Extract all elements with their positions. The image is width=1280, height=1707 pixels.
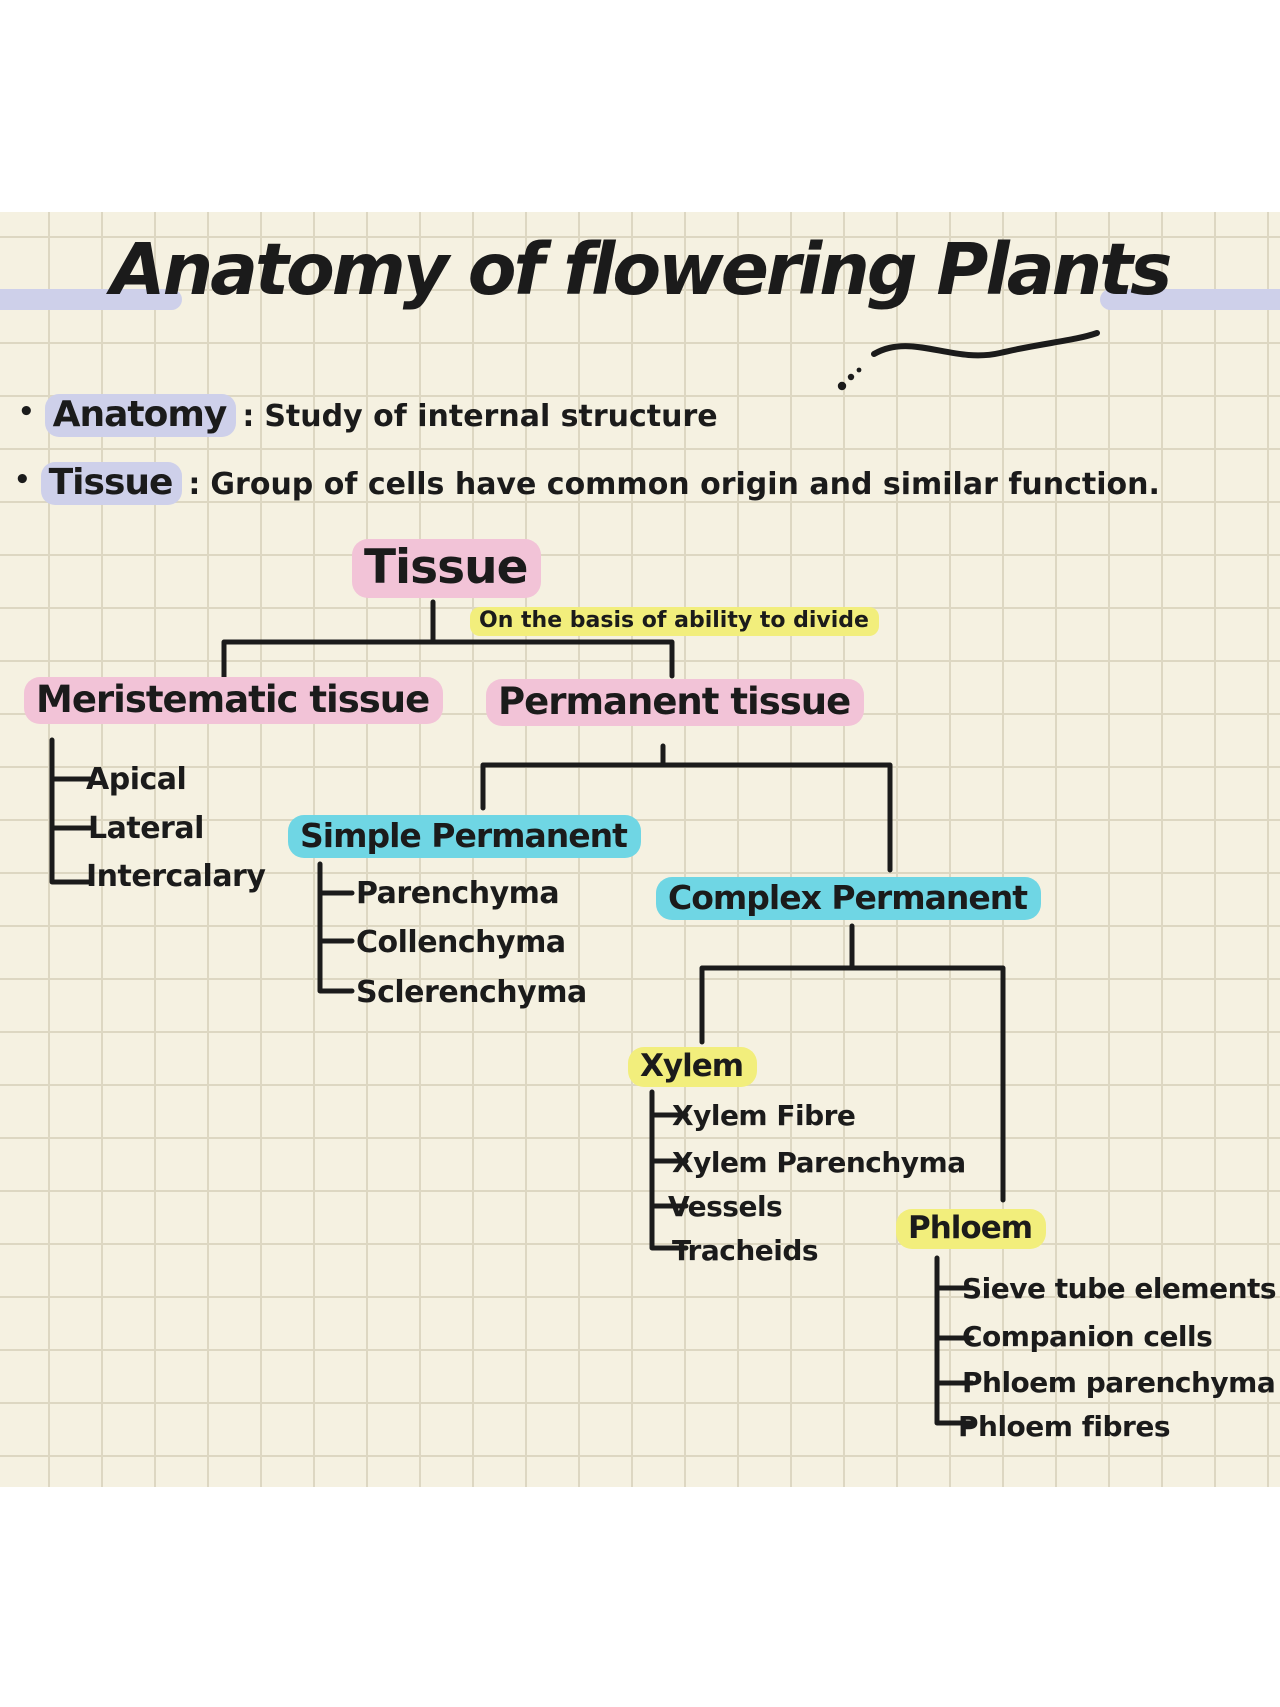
tree-leaf-phloem-fibres: Phloem fibres — [958, 1410, 1171, 1443]
tree-leaf-companion-cells: Companion cells — [962, 1320, 1213, 1353]
tree-node-xylem: Xylem — [628, 1047, 758, 1087]
tree-leaf-lateral: Lateral — [88, 811, 204, 846]
definition-term: Tissue — [40, 462, 183, 505]
title-accent-bar-left — [0, 289, 182, 310]
tree-leaf-vessels: Vessels — [668, 1190, 783, 1223]
definition-term: Anatomy — [44, 394, 237, 437]
bullet-icon: • — [18, 397, 35, 427]
tree-leaf-sieve-tube-elements: Sieve tube elements — [962, 1272, 1277, 1305]
tree-leaf-phloem-parenchyma: Phloem parenchyma — [962, 1366, 1276, 1399]
tree-node-permanent-tissue: Permanent tissue — [486, 679, 865, 726]
definition-tissue: • Tissue: Group of cells have common origi… — [14, 462, 1160, 505]
tree-branch-criterion: On the basis of ability to divide — [470, 607, 879, 636]
tree-leaf-tracheids: Tracheids — [672, 1234, 819, 1267]
page-title: Anatomy of flowering Plants — [110, 228, 1173, 311]
tree-node-phloem: Phloem — [896, 1209, 1047, 1249]
tree-leaf-xylem-fibre: Xylem Fibre — [672, 1099, 856, 1132]
title-accent-bar-right — [1100, 289, 1280, 310]
tree-node-meristematic-tissue: Meristematic tissue — [24, 677, 444, 724]
tree-leaf-collenchyma: Collenchyma — [356, 925, 566, 960]
definition-text: Study of internal structure — [264, 399, 718, 434]
tree-leaf-parenchyma: Parenchyma — [356, 876, 560, 911]
tree-leaf-apical: Apical — [86, 762, 187, 797]
tree-leaf-intercalary: Intercalary — [86, 859, 266, 894]
tree-node-simple-permanent: Simple Permanent — [288, 815, 641, 858]
tree-node-tissue: Tissue — [352, 539, 542, 598]
tree-leaf-xylem-parenchyma: Xylem Parenchyma — [672, 1146, 966, 1179]
tree-node-complex-permanent: Complex Permanent — [656, 877, 1042, 920]
definition-anatomy: • Anatomy: Study of internal structure — [18, 394, 718, 437]
tree-leaf-sclerenchyma: Sclerenchyma — [356, 975, 587, 1010]
definition-separator: : — [188, 467, 201, 502]
definition-separator: : — [242, 399, 255, 434]
bullet-icon: • — [14, 465, 31, 495]
definition-text: Group of cells have common origin and si… — [210, 467, 1160, 502]
